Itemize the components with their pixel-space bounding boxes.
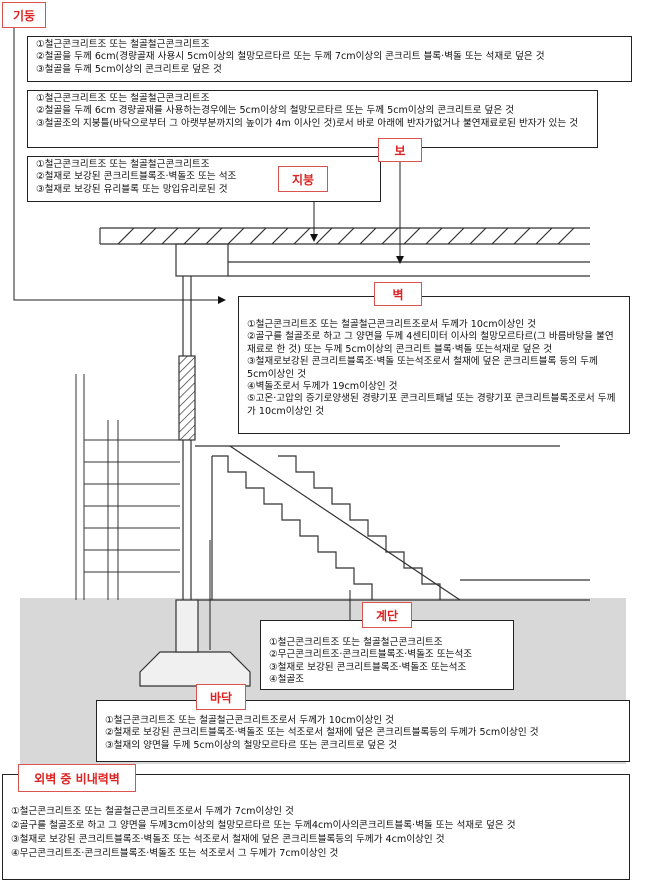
roof-label: 지붕 [278,166,328,192]
roof-spec-1: ①철근콘크리트조 또는 철골철근콘크리트조 [36,159,210,170]
stair-spec-4: ④철골조 [269,674,305,686]
wall-spec-2: ②골구를 철골조로 하고 그 양면을 두께 4센티미터 이사의 철망모르타르(그… [247,331,614,355]
beam-spec-box: ①철근콘크리트조 또는 철골철근콘크리트조 ②철골을 두께 6cm 경량골재를 … [27,90,598,148]
exterior-spec-3: ③철재로 보강된 콘크리트블록조·벽돌조 또는 석조로서 철재에 덮은 콘크리트… [11,834,445,845]
beam-spec-2: ②철골을 두께 6cm 경량골재를 사용하는경우에는 5cm이상의 철망모르타르… [36,105,515,117]
column-spec-3: ③철골을 두께 5cm이상의 콘크리트로 덮은 것 [36,63,222,75]
wall-spec-1: ①철근콘크리트조 또는 철골철근콘크리트조로서 두께가 10cm이상인 것 [247,319,536,330]
exterior-label: 외벽 중 비내력벽 [18,764,136,792]
staircase [195,445,590,601]
column-spec-box: ①철근콘크리트조 또는 철골철근콘크리트조 ②철골을 두께 6cm(경량골재 사… [27,36,632,82]
column-spec-1: ①철근콘크리트조 또는 철골철근콘크리트조 [36,39,210,50]
beam-section [175,243,590,277]
wall-spec-box: ①철근콘크리트조 또는 철골철근콘크리트조로서 두께가 10cm이상인 것 ②골… [238,296,630,434]
floor-label: 바닥 [196,684,246,710]
upper-slab [99,227,590,245]
stair-spec-2: ②무근콘크리트조·콘크리트블록조·벽돌조 또는석조 [269,649,473,661]
left-wall-lines [75,374,180,600]
wall-spec-5: ⑤고온·고압의 증기로양생된 경량기포 콘크리트패널 또는 경량기포 콘크리트블… [247,393,616,417]
exterior-spec-1: ①철근콘크리트조 또는 철골철근콘크리트조로서 두께가 7cm이상인 것 [11,806,294,817]
floor-spec-1: ①철근콘크리트조 또는 철골철근콘크리트조로서 두께가 10cm이상인 것 [105,715,394,726]
beam-label: 보 [378,138,422,162]
footing [139,599,251,687]
stair-label: 계단 [362,602,412,628]
column-label: 기둥 [2,2,46,28]
roof-spec-3: ③철재로 보강된 유리블록 또는 망입유리로된 것 [36,183,228,195]
floor-spec-2: ②철재로 보강된 콘크리트블록조·벽돌조 또는 석조로서 철재에 덮은 콘크리트… [105,727,539,739]
column-spec-2: ②철골을 두께 6cm(경량골재 사용시 5cm이상의 철망모르타르 또는 두께… [36,51,545,63]
beam-spec-1: ①철근콘크리트조 또는 철골철근콘크리트조 [36,93,210,104]
stair-spec-3: ③철재로 보강된 콘크리트블록조·벽돌조 또는석조 [269,661,467,673]
exterior-spec-4: ④무근콘크리트조·콘크리트블록조·벽돌조 또는 석조로서 그 두께가 7cm이상… [11,848,339,859]
stair-spec-box: ①철근콘크리트조 또는 철골철근콘크리트조 ②무근콘크리트조·콘크리트블록조·벽… [260,620,514,690]
roof-spec-2: ②철재로 보강된 콘크리트블록조·벽돌조 또는 석조 [36,171,237,183]
arrow-heads [218,234,404,304]
stair-spec-1: ①철근콘크리트조 또는 철골철근콘크리트조 [269,637,443,648]
exterior-spec-2: ②골구를 철골조로 하고 그 양면을 두께3cm이상의 철망모르타르 또는 두께… [11,820,516,831]
wall-spec-3: ③철재로보강된 콘크리트블록조·벽돌 또는석조로서 철재에 덮은 콘크리트블록 … [247,356,598,380]
floor-spec-box: ①철근콘크리트조 또는 철골철근콘크리트조로서 두께가 10cm이상인 것 ②철… [96,700,630,762]
wall-spec-4: ④벽돌조로서 두께가 19cm이상인 것 [247,381,398,393]
beam-spec-3: ③철골조의 지붕틀(바닥으로부터 그 아랫부분까지의 높이가 4m 이사인 것)… [36,117,579,129]
wall-label: 벽 [374,282,422,306]
floor-spec-3: ③철재의 양면을 두께 5cm이상의 철망모르타르 또는 콘크리트로 덮은 것 [105,739,398,751]
column-section [178,276,196,600]
